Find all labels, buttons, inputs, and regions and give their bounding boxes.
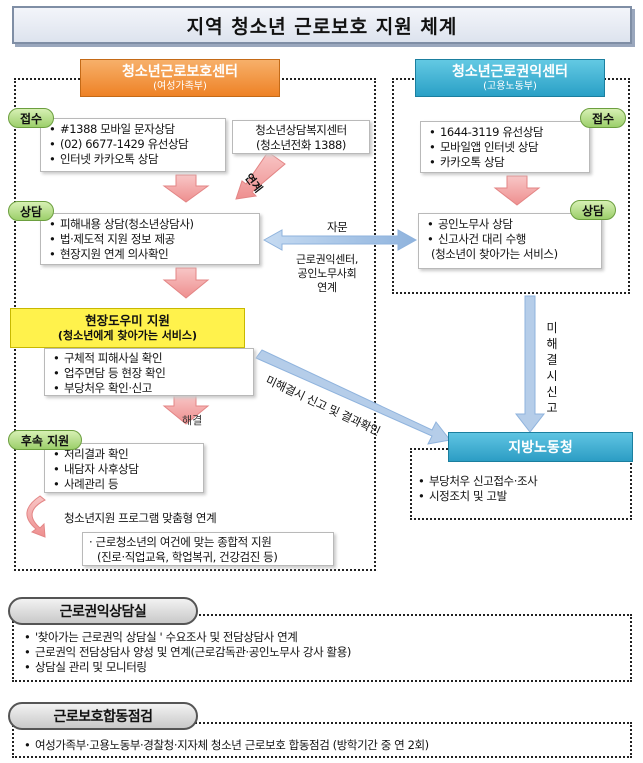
list-item: 인터넷 카카오톡 상담 <box>49 152 225 167</box>
list-item: 카카오톡 상담 <box>429 155 589 170</box>
list-item: 법·제도적 지원 정보 제공 <box>49 232 259 247</box>
right-intake-box: 1644-3119 유선상담 모바일앱 인터넷 상담 카카오톡 상담 <box>420 121 590 173</box>
list-item: 처리결과 확인 <box>53 447 203 462</box>
welfare-center-phone: (청소년전화 1388) <box>256 138 346 152</box>
program-line-2: (진로·직업교육, 학업복귀, 건강검진 등) <box>97 550 278 564</box>
program-line-1: · 근로청소년의 여건에 맞는 종합적 지원 <box>89 535 272 549</box>
field-help-title: 현장도우미 지원 <box>85 313 170 328</box>
list-item: 사례관리 등 <box>53 477 203 492</box>
down-arrow-intake-counsel <box>162 174 210 203</box>
list-item: '찾아가는 근로권익 상담실 ' 수요조사 및 전담상담사 연계 <box>24 630 624 645</box>
rights-room-tag: 근로권익상담실 <box>8 597 198 625</box>
field-help-box: 현장도우미 지원 (청소년에게 찾아가는 서비스) <box>10 308 245 348</box>
center-name: 청소년근로권익센터 <box>452 63 568 80</box>
followup-tag: 후속 지원 <box>8 430 82 450</box>
left-counsel-tag: 상담 <box>8 201 54 221</box>
list-item: #1388 모바일 문자상담 <box>49 122 225 137</box>
field-help-list: 구체적 피해사실 확인 업주면담 등 현장 확인 부당처우 확인·신고 <box>53 351 253 396</box>
program-curve-arrow <box>26 495 46 538</box>
welfare-center-box: 청소년상담복지센터 (청소년전화 1388) <box>232 120 370 154</box>
center-ministry: (여성가족부) <box>153 80 207 92</box>
link-arrow <box>235 151 286 200</box>
down-arrow-right-intake-counsel <box>493 175 541 206</box>
down-arrow-field-followup <box>162 394 210 425</box>
advice-line-3: 연계 <box>317 281 337 294</box>
right-counsel-note: (청소년이 찾아가는 서비스) <box>431 247 558 261</box>
page-title-bar: 지역 청소년 근로보호 지원 체계 <box>12 6 632 44</box>
list-item: 상담실 관리 및 모니터링 <box>24 660 624 675</box>
unresolved-char: 신 <box>546 385 558 399</box>
unresolved-char: 미 <box>546 321 558 335</box>
list-item: 근로권익 전담상담사 양성 및 연계(근로감독관·공인노무사 강사 활용) <box>24 645 624 660</box>
advice-notes: 근로권익센터, 공인노무사회 연계 <box>282 253 372 295</box>
left-intake-tag: 접수 <box>8 108 54 128</box>
right-intake-list: 1644-3119 유선상담 모바일앱 인터넷 상담 카카오톡 상담 <box>429 125 589 170</box>
followup-list: 처리결과 확인 내담자 사후상담 사례관리 등 <box>53 447 203 492</box>
field-help-list-box: 구체적 피해사실 확인 업주면담 등 현장 확인 부당처우 확인·신고 <box>44 348 254 396</box>
rights-room-frame <box>12 614 632 682</box>
advice-line-2: 공인노무사회 <box>297 267 357 280</box>
rights-room-list: '찾아가는 근로권익 상담실 ' 수요조사 및 전담상담사 연계 근로권익 전담… <box>24 630 624 675</box>
list-item: 1644-3119 유선상담 <box>429 125 589 140</box>
list-item: 부당처우 확인·신고 <box>53 381 253 396</box>
unresolved-diag-arrow <box>255 349 451 445</box>
labor-office-header: 지방노동청 <box>448 432 633 462</box>
right-intake-tag: 접수 <box>580 108 626 128</box>
joint-inspection-list-box: 여성가족부·고용노동부·경찰청·지자체 청소년 근로보호 합동점검 (방학기간 … <box>24 738 624 753</box>
page-title: 지역 청소년 근로보호 지원 체계 <box>186 15 458 38</box>
list-item: (02) 6677-1429 유선상담 <box>49 137 225 152</box>
left-counsel-list: 피해내용 상담(청소년상담사) 법·제도적 지원 정보 제공 현장지원 연계 의… <box>49 217 259 262</box>
list-item: 신고사건 대리 수행 <box>427 232 601 247</box>
list-item: 모바일앱 인터넷 상담 <box>429 140 589 155</box>
advice-label: 자문 <box>327 220 348 234</box>
down-arrow-counsel-field <box>162 267 210 299</box>
unresolved-char: 결 <box>546 353 558 367</box>
unresolved-down-arrow <box>514 295 546 433</box>
right-counsel-box: 공인노무사 상담 신고사건 대리 수행 (청소년이 찾아가는 서비스) <box>418 213 602 269</box>
unresolved-char: 해 <box>546 337 558 351</box>
right-counsel-list: 공인노무사 상담 신고사건 대리 수행 <box>427 217 601 247</box>
rights-room-list-box: '찾아가는 근로권익 상담실 ' 수요조사 및 전담상담사 연계 근로권익 전담… <box>24 630 624 675</box>
advice-line-1: 근로권익센터, <box>295 253 359 266</box>
joint-inspection-list: 여성가족부·고용노동부·경찰청·지자체 청소년 근로보호 합동점검 (방학기간 … <box>24 738 624 753</box>
center-ministry: (고용노동부) <box>483 80 537 92</box>
unresolved-char: 시 <box>546 369 558 383</box>
youth-labor-protection-center-header: 청소년근로보호센터 (여성가족부) <box>80 59 280 97</box>
program-box: · 근로청소년의 여건에 맞는 종합적 지원 (진로·직업교육, 학업복귀, 건… <box>82 532 334 566</box>
list-item: 업주면담 등 현장 확인 <box>53 366 253 381</box>
list-item: 내담자 사후상담 <box>53 462 203 477</box>
right-counsel-tag: 상담 <box>570 200 616 220</box>
list-item: 공인노무사 상담 <box>427 217 601 232</box>
welfare-center-name: 청소년상담복지센터 <box>255 123 347 137</box>
left-counsel-box: 피해내용 상담(청소년상담사) 법·제도적 지원 정보 제공 현장지원 연계 의… <box>40 213 260 265</box>
left-intake-list: #1388 모바일 문자상담 (02) 6677-1429 유선상담 인터넷 카… <box>49 122 225 167</box>
followup-box: 처리결과 확인 내담자 사후상담 사례관리 등 <box>44 443 204 493</box>
list-item: 현장지원 연계 의사확인 <box>49 247 259 262</box>
joint-inspection-frame <box>12 722 632 758</box>
unresolved-vertical-label: 미 해 결 시 신 고 <box>544 320 560 416</box>
list-item: 부당처우 신고접수·조사 <box>418 474 618 489</box>
list-item: 피해내용 상담(청소년상담사) <box>49 217 259 232</box>
list-item: 구체적 피해사실 확인 <box>53 351 253 366</box>
list-item: 여성가족부·고용노동부·경찰청·지자체 청소년 근로보호 합동점검 (방학기간 … <box>24 738 624 753</box>
youth-labor-rights-center-header: 청소년근로권익센터 (고용노동부) <box>415 59 605 97</box>
joint-inspection-tag: 근로보호합동점검 <box>8 702 198 730</box>
list-item: 시정조치 및 고발 <box>418 489 618 504</box>
left-intake-box: #1388 모바일 문자상담 (02) 6677-1429 유선상담 인터넷 카… <box>40 118 226 172</box>
unresolved-char: 고 <box>546 401 558 415</box>
resolve-label: 해결 <box>182 414 203 427</box>
advice-double-arrow <box>262 229 418 251</box>
labor-office-list: 부당처우 신고접수·조사 시정조치 및 고발 <box>418 474 618 504</box>
program-label: 청소년지원 프로그램 맞춤형 연계 <box>64 511 217 525</box>
field-help-subtitle: (청소년에게 찾아가는 서비스) <box>57 329 198 342</box>
labor-office-list-box: 부당처우 신고접수·조사 시정조치 및 고발 <box>418 474 618 504</box>
center-name: 청소년근로보호센터 <box>122 63 238 80</box>
